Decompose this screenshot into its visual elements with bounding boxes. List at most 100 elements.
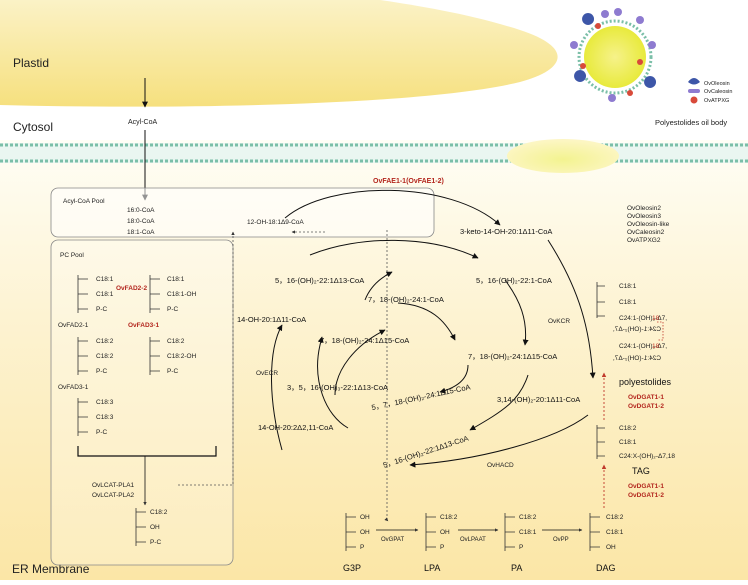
oil-body-title: Polyestolides oil body: [655, 118, 727, 127]
svg-text:C18:1: C18:1: [96, 291, 114, 298]
gpat-label: OvGPAT: [381, 537, 404, 543]
intermediate-dihydroxy-22-1d13-top: 5，16-(OH)₂-22:1Δ13-CoA: [275, 276, 364, 285]
svg-text:P-C: P-C: [167, 368, 179, 375]
lpa-molecule: [425, 513, 436, 551]
plastid-region: [0, 0, 558, 107]
svg-text:OvOleosin2: OvOleosin2: [627, 205, 661, 212]
svg-text:P-C: P-C: [150, 539, 162, 546]
dotted-pc-to-pool: [178, 232, 233, 486]
lyso-pc-molecule: [135, 508, 146, 546]
svg-text:P-C: P-C: [96, 368, 108, 375]
svg-text:OvCaleosin2: OvCaleosin2: [627, 229, 665, 236]
svg-text:C18:2: C18:2: [150, 509, 168, 516]
svg-text:OH: OH: [440, 529, 450, 536]
poly-mirrored-1: C24:1-(OH)₂-Δ7,: [613, 326, 661, 333]
acyl-coa-label: Acyl-CoA: [128, 119, 158, 126]
acyl-coa-pool-title: Acyl-CoA Pool: [63, 198, 105, 205]
svg-text:C18:2: C18:2: [440, 514, 458, 521]
polyestolides-label: polyestolides: [619, 377, 672, 387]
acyl-coa-item-1: 16:0-CoA: [127, 207, 155, 214]
svg-text:OvATPXG2: OvATPXG2: [627, 237, 661, 244]
dgat-tag-1: OvDGAT1-1: [628, 483, 664, 490]
pc-molecule-4: [149, 337, 160, 375]
svg-text:C24:X-(OH)₂-Δ7,18: C24:X-(OH)₂-Δ7,18: [619, 453, 675, 460]
svg-text:OH: OH: [360, 529, 370, 536]
poly-mirrored-2: C24:1-(OH)₂-Δ7,: [613, 355, 661, 362]
svg-text:P: P: [519, 544, 523, 551]
svg-text:OvOleosin3: OvOleosin3: [627, 213, 661, 220]
intermediate-3-14-dihydroxy: 3,14-(OH)₂-20:1Δ11-CoA: [497, 395, 580, 404]
pc-molecule-1: [77, 275, 88, 313]
dag-molecule: [589, 513, 600, 551]
hacd-label: OvHACD: [487, 462, 514, 469]
lpaat-label: OvLPAAT: [460, 537, 486, 543]
svg-text:C18:1: C18:1: [606, 529, 624, 536]
pc-molecule-2: [149, 275, 160, 313]
intermediate-14-oh-20-2: 14-OH-20:2Δ2,11-CoA: [258, 423, 333, 432]
svg-text:P-C: P-C: [96, 306, 108, 313]
atpxg-legend-label: OvATPXG: [704, 98, 729, 104]
ecr-label: OvECR: [256, 370, 278, 377]
poly-red-suffix-2: 18: [652, 343, 660, 350]
polyestolide-molecule: [596, 282, 664, 341]
intermediate-dihydroxy-22-1: 5，16-(OH)₂-22:1-CoA: [476, 276, 552, 285]
dgat-poly-2: OvDGAT1-2: [628, 403, 664, 410]
svg-text:C18:1: C18:1: [519, 529, 537, 536]
svg-text:C18:1: C18:1: [619, 439, 637, 446]
svg-text:C18:2: C18:2: [96, 338, 114, 345]
dgat-tag-2: OvDGAT1-2: [628, 492, 664, 499]
svg-text:P: P: [360, 544, 364, 551]
oleosin-legend-label: OvOleosin: [704, 81, 730, 87]
svg-text:C18:3: C18:3: [96, 399, 114, 406]
dag-label: DAG: [596, 563, 616, 573]
hydroxy-acyl-coa: 12-OH-18:1Δ9-CoA: [247, 219, 304, 226]
svg-text:P-C: P-C: [167, 306, 179, 313]
pc-molecule-5: [77, 398, 88, 436]
atpxg-legend-icon: [690, 96, 698, 104]
svg-text:C24:1-(OH)₂-Δ7,: C24:1-(OH)₂-Δ7,: [619, 315, 667, 322]
oil-body-illustration: OvOleosin OvCaleosin OvATPXG Polyestolid…: [570, 8, 732, 127]
oleosin-legend-icon: [688, 78, 700, 85]
caleosin-legend-icon: [688, 89, 700, 93]
lcat-pla1-label: OvLCAT-PLA1: [92, 482, 135, 489]
cytosol-label: Cytosol: [13, 120, 53, 134]
intermediate-inner-24-1: 7，18-(OH)₂-24:1-CoA: [368, 295, 444, 304]
tag-label: TAG: [632, 466, 650, 476]
svg-text:C24:1-(OH)₂-Δ7,: C24:1-(OH)₂-Δ7,: [619, 343, 667, 350]
oil-body-budding: [507, 139, 619, 173]
dotted-pool-to-gpat: [384, 230, 389, 522]
pa-molecule: [504, 513, 515, 551]
g3p-molecule: [345, 513, 356, 551]
poly-red-suffix-1: 18: [652, 315, 660, 322]
svg-text:OH: OH: [606, 544, 616, 551]
intermediate-keto: 3-keto-14-OH-20:1Δ11-CoA: [460, 227, 552, 236]
svg-text:C18:3: C18:3: [96, 414, 114, 421]
lcat-pla2-label: OvLCAT-PLA2: [92, 492, 135, 499]
fad2-1-label: OvFAD2-1: [58, 322, 89, 329]
pc-pool-title: PC Pool: [60, 252, 84, 259]
plastid-label: Plastid: [13, 56, 49, 70]
intermediate-14-oh-20-1: 14-OH-20:1Δ11-CoA: [237, 315, 306, 324]
fad2-2-label: OvFAD2-2: [116, 285, 147, 292]
svg-text:P: P: [440, 544, 444, 551]
svg-text:C18:2-OH: C18:2-OH: [167, 353, 197, 360]
tag-molecule: [596, 425, 605, 459]
pp-label: OvPP: [553, 537, 569, 543]
pa-label: PA: [511, 563, 522, 573]
svg-text:OvOleosin-like: OvOleosin-like: [627, 221, 670, 228]
pc-pool-bracket: [77, 446, 217, 457]
svg-text:C18:2: C18:2: [606, 514, 624, 521]
svg-text:OH: OH: [150, 524, 160, 531]
cytosol-membrane: [0, 139, 748, 173]
acyl-coa-item-2: 18:0-CoA: [127, 218, 155, 225]
acyl-coa-pool-box: [50, 187, 435, 238]
oil-body-protein-list: OvOleosin2 OvOleosin3 OvOleosin-like OvC…: [627, 205, 670, 244]
svg-text:C18:1: C18:1: [167, 276, 185, 283]
kcr-label: OvKCR: [548, 318, 570, 325]
svg-text:C18:2: C18:2: [619, 425, 637, 432]
caleosin-legend-label: OvCaleosin: [704, 89, 732, 95]
lpa-label: LPA: [424, 563, 440, 573]
dgat-poly-1: OvDGAT1-1: [628, 394, 664, 401]
